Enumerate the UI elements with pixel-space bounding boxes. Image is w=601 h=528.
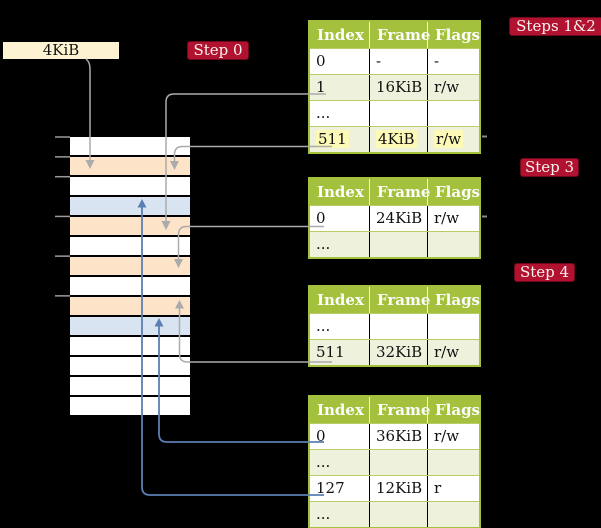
column-header-flags: Flags bbox=[427, 397, 483, 423]
memory-row-40kib bbox=[70, 335, 190, 355]
table-row: ... bbox=[310, 449, 479, 475]
badge-step-3: Step 3 bbox=[520, 158, 579, 177]
cell-frame: 36KiB bbox=[369, 424, 427, 449]
cell-frame: 16KiB bbox=[369, 75, 427, 100]
badge-steps-1-2: Steps 1&2 bbox=[509, 17, 601, 36]
memory-row-32kib bbox=[70, 295, 190, 315]
column-header-frame: Frame bbox=[369, 22, 430, 48]
table-header-row: Index Frame Flags bbox=[310, 287, 480, 313]
cell-frame bbox=[369, 232, 427, 257]
table-row: 1 16KiB r/w bbox=[310, 74, 479, 100]
table-row: ... bbox=[310, 313, 479, 339]
memory-row-16kib bbox=[70, 215, 190, 235]
table-header-row: Index Frame Flags bbox=[310, 179, 480, 205]
badge-step-0: Step 0 bbox=[187, 41, 249, 60]
table-row: 0 36KiB r/w bbox=[310, 423, 479, 449]
table-row-highlighted: 511 4KiB r/w bbox=[310, 126, 479, 152]
page-table-1: Index Frame Flags 0 - - 1 16KiB r/w ... … bbox=[308, 20, 481, 154]
cell-flags: r/w bbox=[427, 206, 483, 231]
memory-row-24kib bbox=[70, 255, 190, 275]
arrow-pt2-entry0-to-frame-24kib bbox=[177, 225, 324, 260]
table-header-row: Index Frame Flags bbox=[310, 397, 480, 423]
cell-index: ... bbox=[316, 317, 331, 335]
memory-row-12kib bbox=[70, 195, 190, 215]
cell-index: ... bbox=[316, 235, 331, 253]
column-header-index: Index bbox=[317, 26, 364, 44]
cell-index: ... bbox=[316, 104, 331, 122]
table-header-row: Index Frame Flags bbox=[310, 22, 480, 48]
column-header-flags: Flags bbox=[427, 287, 483, 313]
highlight: 4KiB bbox=[376, 130, 417, 148]
table-row: ... bbox=[310, 231, 479, 257]
memory-row-0kib bbox=[70, 137, 190, 155]
memory-row-44kib bbox=[70, 355, 190, 375]
cell-frame: 32KiB bbox=[369, 340, 427, 365]
table-row: 0 24KiB r/w bbox=[310, 205, 479, 231]
cell-frame: 12KiB bbox=[369, 476, 427, 501]
cell-flags: r/w bbox=[427, 424, 483, 449]
cell-index: ... bbox=[316, 453, 331, 471]
cell-frame bbox=[369, 502, 427, 527]
cell-frame bbox=[369, 101, 427, 126]
cell-flags: r/w bbox=[427, 75, 483, 100]
cell-index: 511 bbox=[310, 127, 369, 152]
highlight: 511 bbox=[316, 130, 349, 148]
cell-index: 127 bbox=[316, 479, 345, 497]
memory-row-36kib bbox=[70, 315, 190, 335]
table-row: 511 32KiB r/w bbox=[310, 339, 479, 365]
cell-frame bbox=[369, 314, 427, 339]
cell-flags bbox=[427, 232, 483, 257]
cell-frame: 24KiB bbox=[369, 206, 427, 231]
arrow-pt1-entry1-to-frame-16kib bbox=[165, 93, 326, 222]
cell-index: 511 bbox=[316, 343, 345, 361]
table-row: ... bbox=[310, 501, 479, 527]
memory-row-28kib bbox=[70, 275, 190, 295]
memory-tick-marks bbox=[55, 136, 70, 297]
cell-flags: r bbox=[427, 476, 483, 501]
cell-flags bbox=[427, 101, 483, 126]
page-table-4: Index Frame Flags 0 36KiB r/w ... 127 12… bbox=[308, 395, 481, 528]
cell-index: 0 bbox=[316, 209, 326, 227]
memory-row-8kib bbox=[70, 175, 190, 195]
table-row: 0 - - bbox=[310, 48, 479, 74]
cell-index: 1 bbox=[316, 78, 326, 96]
cell-index: 0 bbox=[316, 427, 326, 445]
cell-index: 0 bbox=[316, 52, 326, 70]
memory-row-52kib bbox=[70, 395, 190, 415]
highlight: r/w bbox=[434, 130, 464, 148]
memory-column bbox=[70, 137, 190, 415]
cell-flags: r/w bbox=[427, 127, 483, 152]
badge-step-4: Step 4 bbox=[514, 263, 575, 282]
cell-flags bbox=[427, 450, 483, 475]
column-header-flags: Flags bbox=[427, 179, 483, 205]
column-header-frame: Frame bbox=[369, 397, 430, 423]
memory-row-20kib bbox=[70, 235, 190, 255]
column-header-index: Index bbox=[317, 401, 364, 419]
column-header-flags: Flags bbox=[427, 22, 483, 48]
cell-flags: - bbox=[427, 49, 483, 74]
column-header-index: Index bbox=[317, 291, 364, 309]
cell-index: ... bbox=[316, 505, 331, 523]
column-header-frame: Frame bbox=[369, 287, 430, 313]
cell-frame: 4KiB bbox=[369, 127, 427, 152]
cell-flags bbox=[427, 314, 483, 339]
page-table-3: Index Frame Flags ... 511 32KiB r/w bbox=[308, 285, 481, 367]
frame-size-label: 4KiB bbox=[3, 42, 119, 59]
cell-flags: r/w bbox=[427, 340, 483, 365]
memory-row-48kib bbox=[70, 375, 190, 395]
column-header-index: Index bbox=[317, 183, 364, 201]
table-row: ... bbox=[310, 100, 479, 126]
table-row: 127 12KiB r bbox=[310, 475, 479, 501]
memory-row-4kib bbox=[70, 155, 190, 175]
column-header-frame: Frame bbox=[369, 179, 430, 205]
cell-frame: - bbox=[369, 49, 427, 74]
page-table-2: Index Frame Flags 0 24KiB r/w ... bbox=[308, 177, 481, 259]
cell-flags bbox=[427, 502, 483, 527]
cell-frame bbox=[369, 450, 427, 475]
